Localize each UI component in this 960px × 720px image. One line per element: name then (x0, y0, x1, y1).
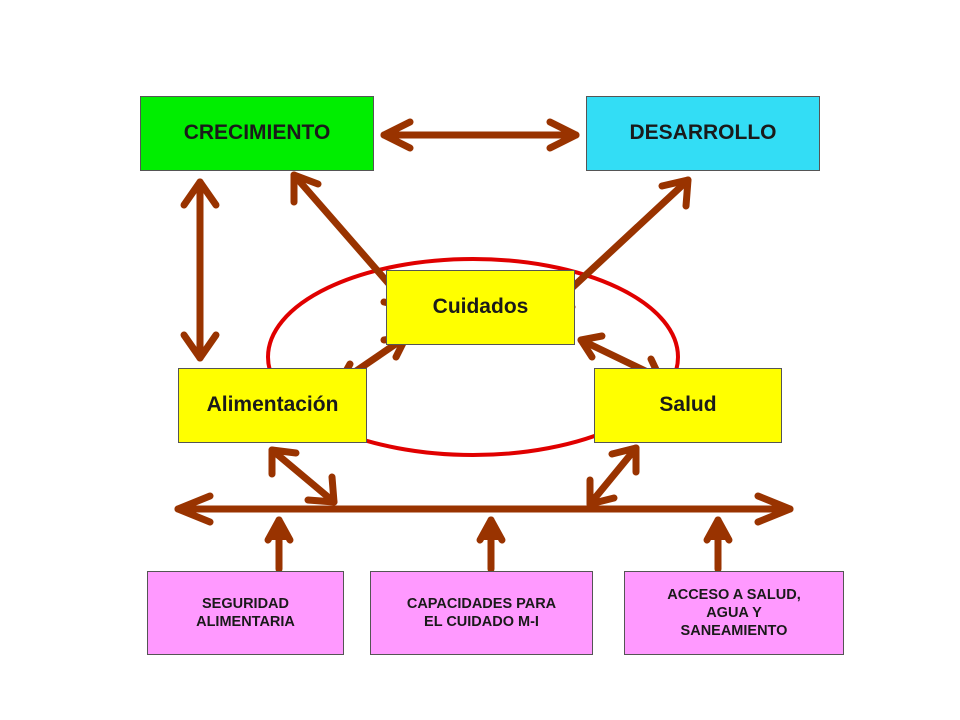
box-crecimiento-label: CRECIMIENTO (183, 121, 331, 145)
box-acceso-label: ACCESO A SALUD, AGUA Y SANEAMIENTO (667, 586, 801, 640)
arrow-seguridad-up (264, 516, 294, 573)
arrow-salud-bar (586, 444, 640, 508)
box-acceso-salud: ACCESO A SALUD, AGUA Y SANEAMIENTO (624, 571, 844, 655)
arrow-capacidades-up (476, 516, 506, 573)
box-seguridad-alimentaria: SEGURIDAD ALIMENTARIA (147, 571, 344, 655)
care-ellipse (266, 257, 680, 457)
box-salud-label: Salud (659, 393, 717, 417)
arrow-acceso-up (703, 516, 733, 573)
box-seguridad-label: SEGURIDAD ALIMENTARIA (196, 595, 295, 630)
arrow-alimentacion-bar (268, 446, 338, 506)
box-alimentacion-label: Alimentación (206, 393, 339, 417)
box-crecimiento: CRECIMIENTO (140, 96, 374, 171)
box-salud: Salud (594, 368, 782, 443)
box-cuidados: Cuidados (386, 270, 575, 345)
box-capacidades-label: CAPACIDADES PARA EL CUIDADO M-I (406, 595, 557, 630)
box-alimentacion: Alimentación (178, 368, 367, 443)
box-desarrollo-label: DESARROLLO (629, 121, 777, 145)
arrow-crecimiento-alimentacion (180, 178, 220, 362)
box-desarrollo: DESARROLLO (586, 96, 820, 171)
box-cuidados-label: Cuidados (432, 295, 529, 319)
arrow-bottom-bar (174, 492, 794, 526)
arrow-crecimiento-desarrollo (380, 118, 580, 152)
box-capacidades-cuidado: CAPACIDADES PARA EL CUIDADO M-I (370, 571, 593, 655)
